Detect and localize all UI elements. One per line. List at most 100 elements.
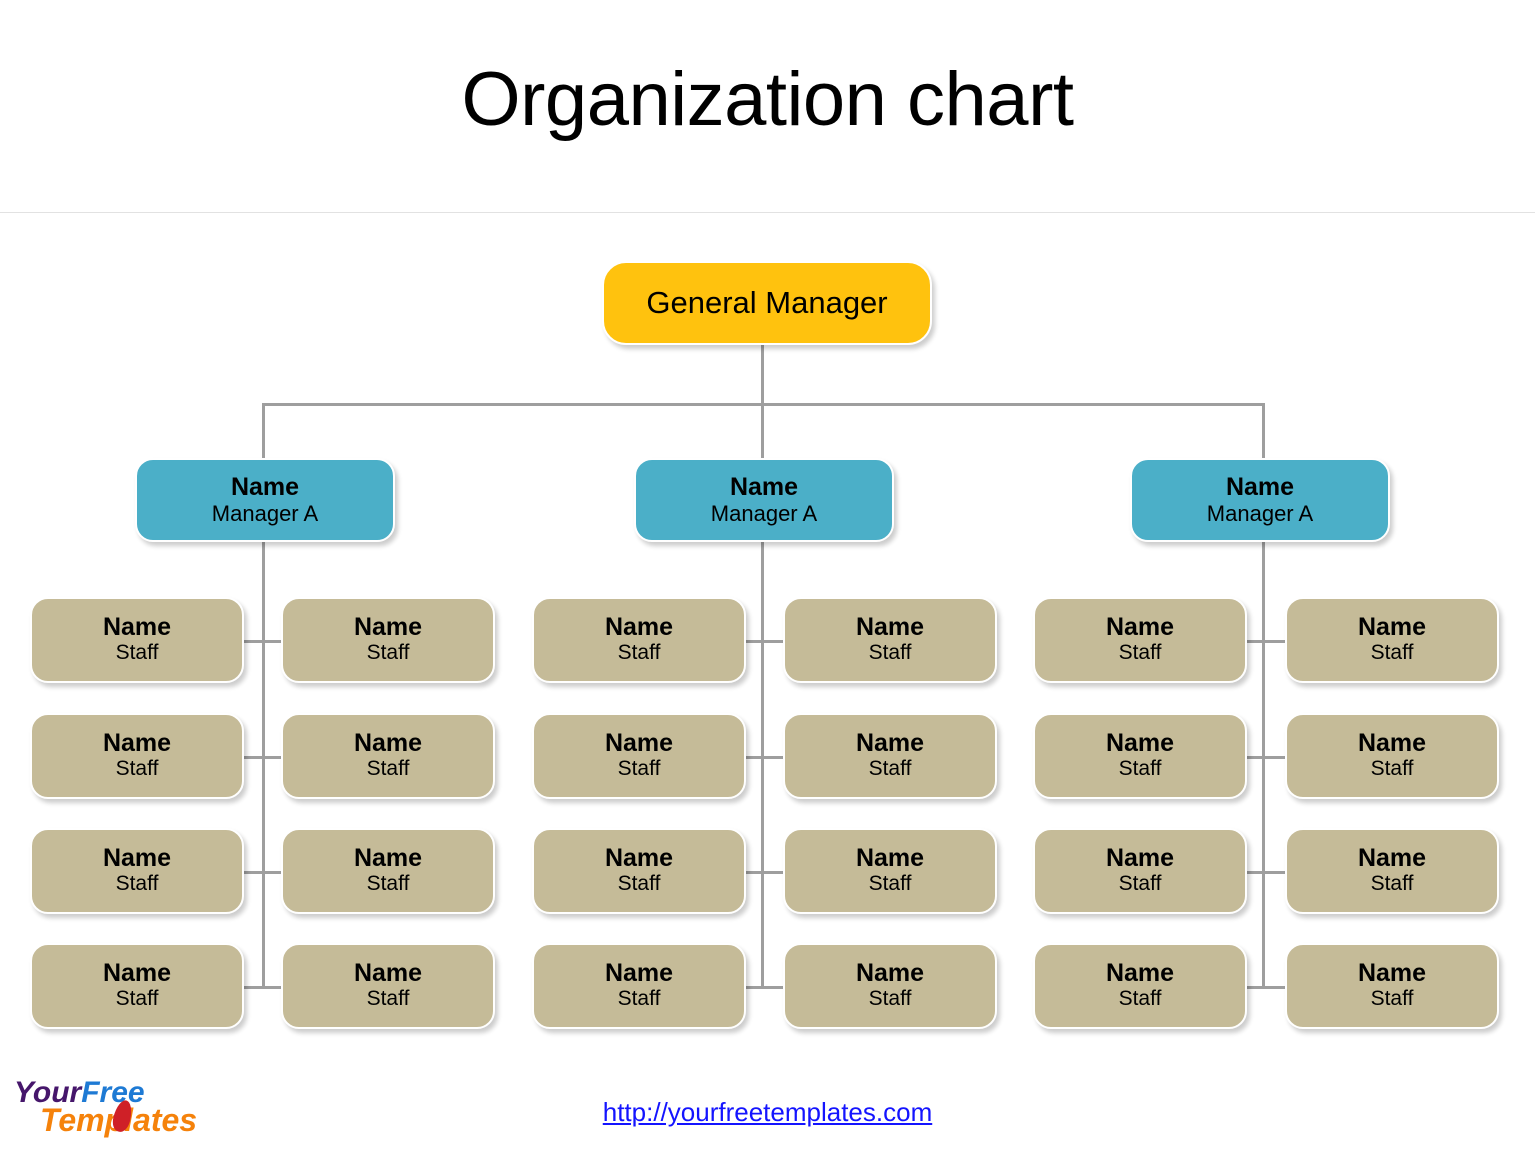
node-staff-b1-r4-right[interactable]: Name Staff [281,943,495,1029]
node-staff-b1-r2-left-role: Staff [115,757,159,781]
node-staff-b3-r3-right-role: Staff [1370,872,1414,896]
connector-branch-2-row-1-right [761,640,788,643]
node-staff-b2-r2-right[interactable]: Name Staff [783,713,997,799]
connector-branch-2-spine [761,540,764,988]
node-staff-b2-r1-left[interactable]: Name Staff [532,597,746,683]
node-staff-b3-r2-left[interactable]: Name Staff [1033,713,1247,799]
connector-branch-3-row-3-right [1262,871,1289,874]
node-staff-b2-r3-right[interactable]: Name Staff [783,828,997,914]
connector-branch-1-row-2-right [262,756,288,759]
node-staff-b2-r4-left[interactable]: Name Staff [532,943,746,1029]
node-staff-b1-r2-left[interactable]: Name Staff [30,713,244,799]
node-staff-b2-r2-left-role: Staff [617,757,661,781]
node-staff-b3-r3-right[interactable]: Name Staff [1285,828,1499,914]
footer-url-link[interactable]: http://yourfreetemplates.com [602,1097,933,1127]
connector-branch-2-row-1-left [746,640,763,643]
node-staff-b1-r3-left[interactable]: Name Staff [30,828,244,914]
node-staff-b3-r3-left[interactable]: Name Staff [1033,828,1247,914]
connector-branch-1-row-1-left [244,640,264,643]
node-manager-3[interactable]: Name Manager A [1130,458,1390,542]
node-manager-2[interactable]: Name Manager A [634,458,894,542]
connector-branch-3-down [1262,403,1265,463]
connector-branch-3-row-2-left [1246,756,1264,759]
node-staff-b2-r1-right[interactable]: Name Staff [783,597,997,683]
connector-branch-2-row-2-right [761,756,788,759]
node-manager-1[interactable]: Name Manager A [135,458,395,542]
node-staff-b1-r2-right[interactable]: Name Staff [281,713,495,799]
node-staff-b2-r1-left-role: Staff [617,641,661,665]
connector-branch-1-down [262,403,265,463]
node-staff-b2-r2-right-name: Name [855,729,925,758]
connector-branch-1-row-4-left [244,986,264,989]
connector-branch-1-row-3-left [244,871,264,874]
title-divider [0,212,1535,213]
node-manager-2-name: Name [729,472,799,501]
node-staff-b3-r2-right-role: Staff [1370,757,1414,781]
connector-branch-2-row-3-left [746,871,763,874]
node-staff-b1-r3-right[interactable]: Name Staff [281,828,495,914]
node-staff-b2-r4-right-role: Staff [868,987,912,1011]
connector-branch-1-row-3-right [262,871,288,874]
node-staff-b3-r4-right-role: Staff [1370,987,1414,1011]
node-staff-b2-r3-right-role: Staff [868,872,912,896]
node-manager-3-role: Manager A [1206,500,1314,526]
node-staff-b1-r4-left-role: Staff [115,987,159,1011]
node-staff-b1-r1-left-role: Staff [115,641,159,665]
connector-branch-2-down [761,403,764,463]
node-staff-b3-r1-right-name: Name [1357,613,1427,642]
node-staff-b2-r2-right-role: Staff [868,757,912,781]
node-staff-b2-r4-right[interactable]: Name Staff [783,943,997,1029]
node-manager-1-role: Manager A [211,500,319,526]
node-staff-b3-r2-left-name: Name [1105,729,1175,758]
node-staff-b3-r2-right[interactable]: Name Staff [1285,713,1499,799]
node-staff-b2-r1-right-role: Staff [868,641,912,665]
connector-branch-3-row-1-right [1262,640,1289,643]
node-staff-b2-r1-left-name: Name [604,613,674,642]
node-staff-b2-r4-right-name: Name [855,959,925,988]
node-staff-b1-r3-left-role: Staff [115,872,159,896]
node-staff-b2-r3-left[interactable]: Name Staff [532,828,746,914]
node-staff-b3-r2-left-role: Staff [1118,757,1162,781]
node-staff-b2-r4-left-name: Name [604,959,674,988]
connector-branch-3-row-3-left [1246,871,1264,874]
connector-branch-1-row-1-right [262,640,288,643]
node-staff-b1-r3-right-role: Staff [366,872,410,896]
connector-branch-3-spine [1262,540,1265,988]
node-staff-b2-r4-left-role: Staff [617,987,661,1011]
title-area: Organization chart [0,0,1535,212]
node-staff-b2-r3-left-role: Staff [617,872,661,896]
node-staff-b3-r1-right-role: Staff [1370,641,1414,665]
logo-word-your: Your [14,1076,82,1109]
logo-word-free: Free [81,1076,145,1109]
node-general-manager-label: General Manager [646,285,888,321]
node-general-manager[interactable]: General Manager [602,261,932,345]
connector-branch-2-row-4-left [746,986,763,989]
node-staff-b3-r4-right[interactable]: Name Staff [1285,943,1499,1029]
node-staff-b1-r1-left[interactable]: Name Staff [30,597,244,683]
node-staff-b2-r3-left-name: Name [604,844,674,873]
node-staff-b2-r2-left-name: Name [604,729,674,758]
node-staff-b1-r1-left-name: Name [102,613,172,642]
node-staff-b3-r2-right-name: Name [1357,729,1427,758]
page-title: Organization chart [461,57,1075,142]
node-staff-b2-r2-left[interactable]: Name Staff [532,713,746,799]
node-manager-2-role: Manager A [710,500,818,526]
node-manager-1-name: Name [230,472,300,501]
node-staff-b2-r1-right-name: Name [855,613,925,642]
node-staff-b1-r4-left[interactable]: Name Staff [30,943,244,1029]
connector-branch-3-row-4-left [1246,986,1264,989]
node-staff-b1-r1-right[interactable]: Name Staff [281,597,495,683]
node-staff-b3-r3-right-name: Name [1357,844,1427,873]
node-manager-3-name: Name [1225,472,1295,501]
node-staff-b3-r3-left-name: Name [1105,844,1175,873]
node-staff-b3-r4-left[interactable]: Name Staff [1033,943,1247,1029]
node-staff-b2-r3-right-name: Name [855,844,925,873]
connector-branch-2-row-4-right [761,986,788,989]
node-staff-b3-r1-left[interactable]: Name Staff [1033,597,1247,683]
node-staff-b3-r1-right[interactable]: Name Staff [1285,597,1499,683]
yourfreetemplates-logo[interactable]: YourFree Templates [8,1078,218,1146]
node-staff-b1-r2-right-role: Staff [366,757,410,781]
connector-branch-1-row-4-right [262,986,288,989]
connector-branch-2-row-2-left [746,756,763,759]
